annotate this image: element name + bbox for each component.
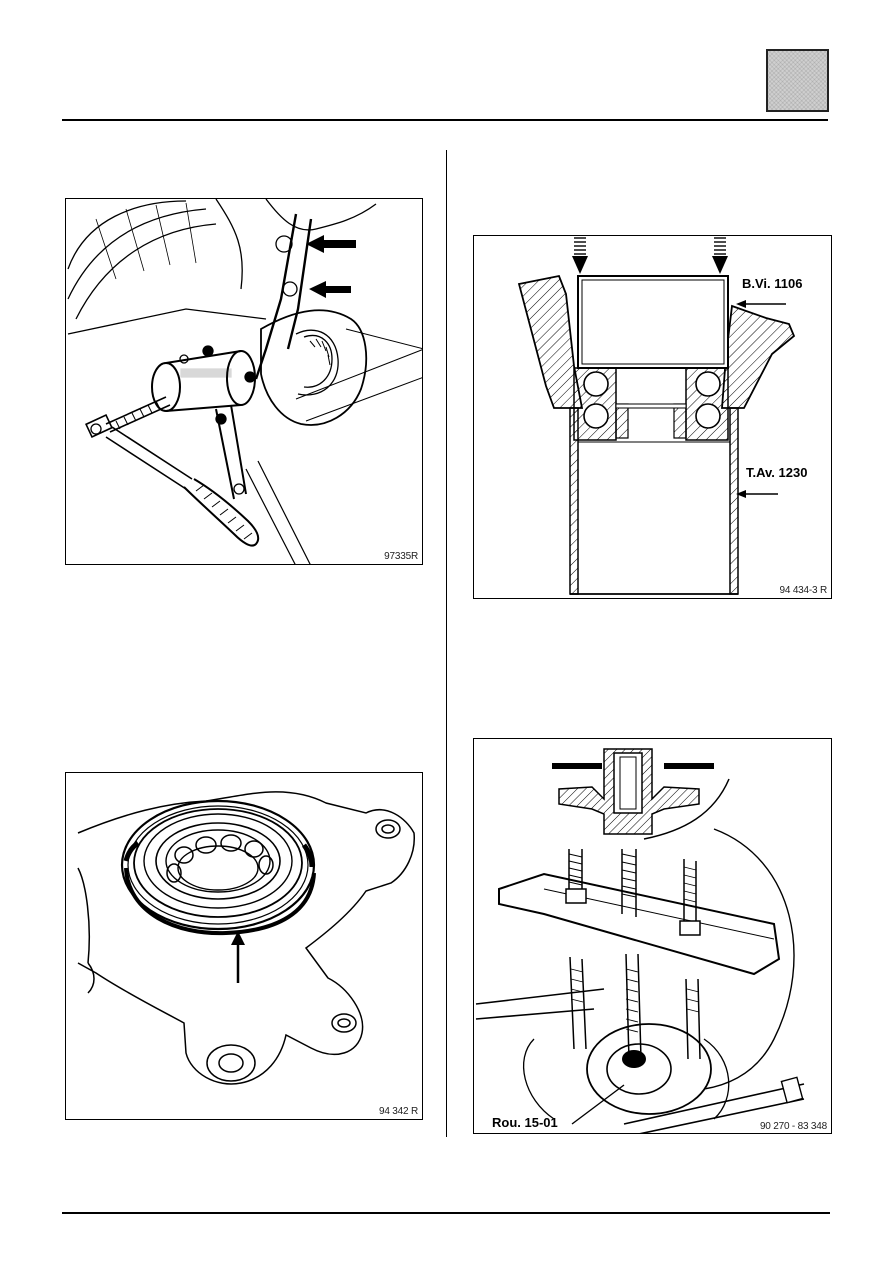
footer-rule — [62, 1212, 830, 1214]
figure-caption: 90 270 - 83 348 — [759, 1121, 827, 1132]
figure-knuckle-bearing: 94 342 R — [65, 772, 423, 1120]
chapter-thumb-tab — [766, 49, 829, 112]
header-rule — [62, 119, 828, 121]
figure-bearing-section: B.Vi. 1106 T.Av. 1230 94 434-3 R — [473, 235, 832, 599]
tool-label-extractor: Rou. 15-01 — [492, 1115, 558, 1130]
hub-puller-illustration — [67, 199, 422, 564]
column-divider — [446, 150, 447, 1137]
bearing-section-illustration — [517, 237, 796, 595]
figure-hub-puller: 97335R — [65, 198, 423, 565]
figure-caption: 94 434-3 R — [779, 585, 828, 596]
figure-caption: 97335R — [384, 551, 418, 562]
knuckle-bearing-illustration — [77, 791, 415, 1085]
tool-label-tube: T.Av. 1230 — [746, 465, 808, 480]
figure-bearing-extractor: Rou. 15-01 90 270 - 83 348 — [473, 738, 832, 1134]
figure-caption: 94 342 R — [379, 1106, 418, 1117]
tool-label-mandrel: B.Vi. 1106 — [742, 276, 803, 291]
bearing-extractor-illustration — [475, 748, 805, 1133]
